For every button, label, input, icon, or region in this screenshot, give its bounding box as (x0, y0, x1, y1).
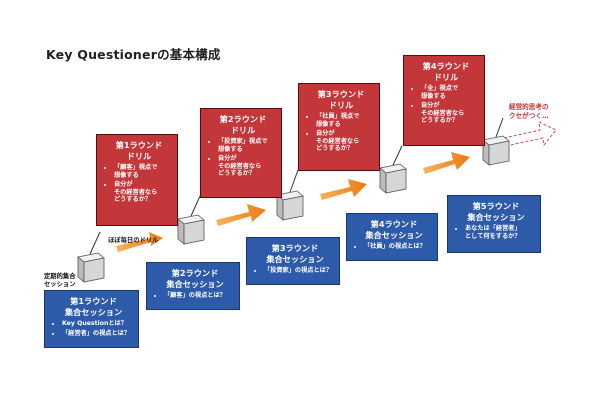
drill-title: 第4ラウンド ドリル (422, 61, 470, 82)
connector-line (392, 145, 403, 166)
arrow-3 (320, 179, 367, 200)
drill-item: 「全」視点で 想像する (421, 85, 480, 100)
progress-arrows (116, 152, 470, 252)
drill-item: 自分が その経営者なら どうするか？ (421, 102, 480, 125)
drill-title: 第1ラウンド ドリル (115, 140, 163, 161)
arrow-1 (116, 232, 163, 252)
drill-item: 自分が その経営者なら どうするか？ (316, 130, 375, 153)
cube-1 (77, 252, 105, 283)
cube-5 (482, 135, 510, 166)
session-title: 第2ラウンド 集合セッション (166, 268, 224, 289)
drill-title: 第2ラウンド ドリル (219, 114, 267, 135)
almost-daily-drill-note: ほぼ毎日のドリル (108, 237, 159, 244)
session-item: 「経営者」の視点とは？ (62, 330, 134, 338)
session-box-round-4: 第4ラウンド 集合セッション 「社員」の視点とは？ (346, 213, 438, 261)
dashed-future-arrow (503, 121, 557, 147)
drill-item: 「社員」視点で 想像する (316, 113, 375, 128)
page-title: Key Questionerの基本構成 (46, 47, 221, 62)
session-box-round-5: 第5ラウンド 集合セッション あなたは「経営者」 として何をするか？ (447, 195, 541, 253)
drill-item: 「投資家」視点で 想像する (218, 138, 277, 153)
cube-2 (177, 214, 205, 245)
connector-line (190, 195, 201, 217)
habit-note: 経営的思考の クセがつく… (509, 103, 549, 120)
connector-line (495, 117, 504, 138)
drill-item: 自分が その経営者なら どうするか？ (114, 181, 173, 204)
session-title: 第1ラウンド 集合セッション (64, 296, 123, 317)
session-box-round-2: 第2ラウンド 集合セッション 「顧客」の視点とは？ (146, 262, 240, 310)
session-item: 「投資家」の視点とは？ (264, 267, 335, 275)
session-item: 「社員」の視点とは？ (364, 243, 433, 251)
session-item: Key Questionとは？ (62, 320, 134, 328)
drill-item: 自分が その経営者なら どうするか？ (218, 155, 277, 178)
session-item: あなたは「経営者」 として何をするか？ (465, 225, 536, 240)
cube-3 (276, 190, 304, 221)
drill-box-round-1: 第1ラウンド ドリル 「顧客」視点で 想像する 自分が その経営者なら どうする… (96, 134, 178, 226)
session-box-round-1: 第1ラウンド 集合セッション Key Questionとは？ 「経営者」の視点と… (44, 290, 139, 348)
drill-box-round-2: 第2ラウンド ドリル 「投資家」視点で 想像する 自分が その経営者なら どうす… (200, 108, 282, 198)
drill-item: 「顧客」視点で 想像する (114, 164, 173, 179)
drill-title: 第3ラウンド ドリル (317, 89, 365, 110)
session-box-round-3: 第3ラウンド 集合セッション 「投資家」の視点とは？ (246, 237, 340, 285)
cubes (77, 135, 510, 283)
arrow-2 (216, 204, 266, 226)
connector-line (289, 169, 299, 193)
session-title: 第4ラウンド 集合セッション (365, 219, 423, 240)
arrow-4 (423, 152, 470, 174)
drill-box-round-3: 第3ラウンド ドリル 「社員」視点で 想像する 自分が その経営者なら どうする… (298, 83, 380, 171)
regular-session-note: 定期的集合 セッション (44, 273, 76, 288)
session-title: 第3ラウンド 集合セッション (266, 243, 324, 264)
connector-lines (89, 117, 504, 255)
session-title: 第5ラウンド 集合セッション (467, 201, 525, 222)
cube-4 (379, 163, 407, 194)
connector-line (89, 231, 101, 255)
drill-box-round-4: 第4ラウンド ドリル 「全」視点で 想像する 自分が その経営者なら どうするか… (403, 55, 485, 146)
session-item: 「顧客」の視点とは？ (164, 292, 235, 300)
